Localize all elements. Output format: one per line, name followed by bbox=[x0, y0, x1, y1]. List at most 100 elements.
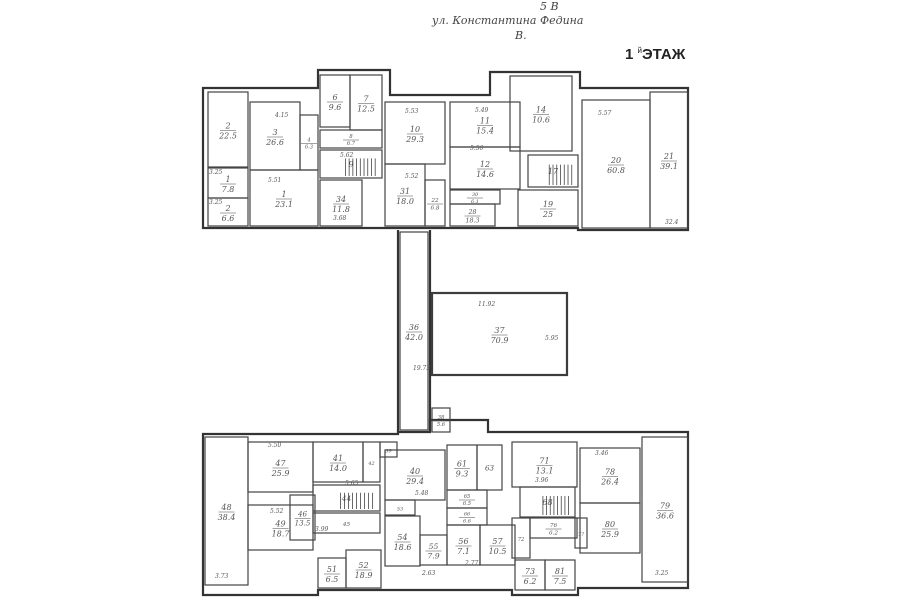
room-outline bbox=[527, 154, 579, 188]
room-outline bbox=[544, 559, 576, 591]
room-outline bbox=[207, 197, 249, 227]
room-area: 9.6 bbox=[329, 103, 342, 112]
room-number: 48 bbox=[220, 503, 231, 512]
room-number: 31 bbox=[400, 187, 410, 196]
room-number: 63 bbox=[485, 464, 495, 473]
room-number: 28 bbox=[468, 209, 477, 216]
floor-suffix: й bbox=[637, 46, 642, 55]
room-area: 6.8 bbox=[430, 206, 439, 212]
room-number: 77 bbox=[578, 532, 585, 538]
room-2: 26.6 bbox=[207, 197, 249, 227]
dimension-label: 5.53 bbox=[405, 108, 419, 115]
room-number: 54 bbox=[397, 533, 407, 542]
dimension-label: 5.52 bbox=[270, 508, 284, 515]
dimension-label: 3.96 bbox=[535, 477, 549, 484]
room-number: 55 bbox=[429, 542, 439, 551]
room-area: 6.7 bbox=[347, 141, 356, 147]
room-area: 11.8 bbox=[332, 205, 350, 214]
room-number: 41 bbox=[332, 454, 343, 463]
room-number: 8 bbox=[349, 134, 353, 140]
room-area: 10.6 bbox=[532, 116, 550, 125]
room-number: 45 bbox=[342, 522, 351, 528]
room-area: 13.1 bbox=[536, 467, 554, 476]
dimension-label: 5.52 bbox=[405, 173, 419, 180]
room-area: 6.5 bbox=[326, 575, 339, 584]
dimension-label: 3.25 bbox=[209, 169, 223, 176]
room-area: 6.6 bbox=[463, 519, 472, 525]
room-number: 72 bbox=[518, 537, 525, 543]
room-number: 9 bbox=[348, 160, 353, 169]
dimension-label: 5.65 bbox=[345, 480, 359, 487]
room-number: 66 bbox=[464, 512, 471, 518]
room-42: 42 bbox=[362, 441, 381, 483]
room-number: 76 bbox=[550, 523, 558, 529]
room-area: 26.4 bbox=[600, 478, 619, 487]
room-area: 18.7 bbox=[272, 530, 291, 539]
building-letter: В. bbox=[515, 29, 527, 42]
room-8: 86.7 bbox=[319, 129, 383, 149]
top-wing-outline bbox=[201, 68, 690, 232]
room-17: 17 bbox=[527, 154, 579, 188]
room-68: 68 bbox=[519, 486, 576, 518]
room-number: 36 bbox=[409, 323, 419, 332]
room-outline bbox=[319, 129, 383, 149]
room-outline bbox=[249, 169, 319, 227]
room-number: 39 bbox=[385, 449, 392, 455]
room-53: 53 bbox=[384, 499, 416, 516]
room-outline bbox=[641, 436, 689, 583]
room-number: 38 bbox=[438, 415, 445, 421]
dimension-label: 3.25 bbox=[209, 199, 223, 206]
dimension-label: 19.73 bbox=[413, 365, 430, 372]
room-number: 40 bbox=[409, 467, 420, 476]
dimension-label: 3.99 bbox=[315, 526, 329, 533]
dimension-label: 2.77 bbox=[464, 560, 479, 567]
room-area: 25 bbox=[542, 210, 553, 219]
room-area: 6.1 bbox=[471, 199, 479, 205]
room-area: 7.1 bbox=[457, 547, 470, 556]
room-area: 6.3 bbox=[305, 145, 314, 151]
room-outline bbox=[384, 499, 416, 516]
room-area: 22.5 bbox=[218, 132, 237, 141]
room-number: 2 bbox=[224, 204, 230, 213]
room-area: 18.6 bbox=[394, 543, 412, 552]
room-outline bbox=[517, 189, 579, 227]
room-area: 60.8 bbox=[607, 166, 625, 175]
corridor-outline bbox=[396, 230, 432, 432]
room-area: 6.2 bbox=[549, 531, 558, 537]
dimension-label: 5.48 bbox=[415, 490, 429, 497]
room-51: 516.5 bbox=[317, 557, 347, 589]
room-area: 18.0 bbox=[396, 197, 414, 206]
room-area: 5.6 bbox=[437, 422, 446, 428]
dimension-label: 3.68 bbox=[333, 215, 347, 222]
room-area: 7.5 bbox=[554, 577, 567, 586]
room-number: 19 bbox=[543, 200, 553, 209]
room-number: 2 bbox=[224, 122, 230, 131]
room-65: 656.5 bbox=[446, 489, 488, 509]
room-area: 10.5 bbox=[489, 547, 507, 556]
room-number: 46 bbox=[297, 510, 308, 519]
room-area: 6.2 bbox=[524, 577, 537, 586]
room-outline bbox=[319, 149, 383, 179]
room-number: 17 bbox=[548, 167, 559, 176]
room-number: 68 bbox=[542, 498, 552, 507]
room-area: 39.1 bbox=[660, 162, 678, 171]
room-number: 56 bbox=[458, 537, 468, 546]
room-area: 7.8 bbox=[222, 185, 235, 194]
dimension-label: 5.62 bbox=[340, 152, 354, 159]
room-outline bbox=[424, 179, 446, 227]
room-outline bbox=[511, 517, 531, 559]
room-number: 42 bbox=[367, 461, 374, 467]
room-22: 226.8 bbox=[424, 179, 446, 227]
room-outline bbox=[399, 231, 429, 431]
room-number: 20 bbox=[610, 156, 621, 165]
